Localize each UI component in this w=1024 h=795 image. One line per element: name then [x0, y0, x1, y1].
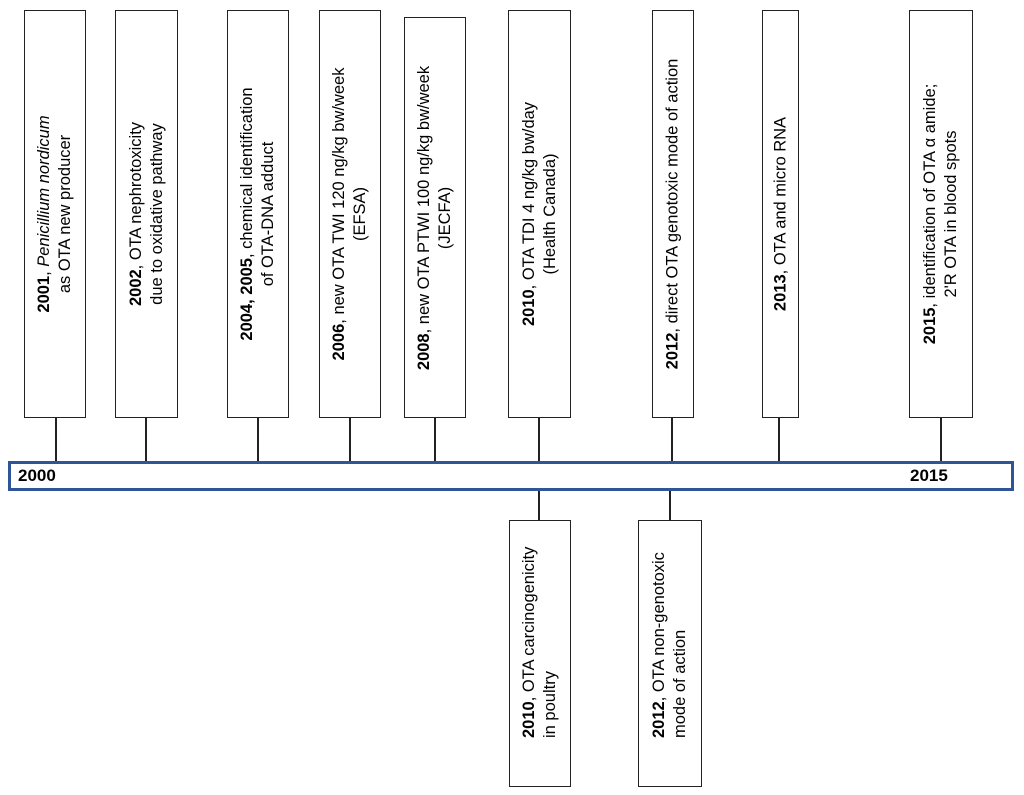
event-line: 2004, 2005, chemical identification	[237, 87, 258, 340]
event-line: 2013, OTA and micro RNA	[770, 117, 791, 311]
event-line: (Health Canada)	[540, 102, 561, 326]
event-text: 2012, direct OTA genotoxic mode of actio…	[663, 59, 684, 370]
event-line: 2012, OTA non-genotoxic	[649, 552, 670, 738]
event-line: 2012, direct OTA genotoxic mode of actio…	[663, 59, 684, 370]
axis-end-label: 2015	[910, 466, 948, 485]
event-box-2010: 2010, OTA TDI 4 ng/kg bw/day(Health Cana…	[508, 10, 571, 418]
event-box-2015: 2015, identification of OTA α amide;2'R …	[909, 10, 973, 418]
event-year: 2012	[650, 701, 668, 738]
event-line: 2'R OTA in blood spots	[941, 84, 962, 345]
event-line: 2015, identification of OTA α amide;	[920, 84, 941, 345]
event-line: 2001, Penicillium nordicum	[34, 115, 55, 312]
event-description: mode of action	[671, 629, 689, 738]
event-organism-name: Penicillium nordicum	[35, 115, 53, 267]
event-box-2006: 2006, new OTA TWI 120 ng/kg bw/week(EFSA…	[319, 10, 381, 418]
event-description: , OTA TDI 4 ng/kg bw/day	[519, 101, 538, 290]
event-line: due to oxidative pathway	[147, 122, 168, 306]
timeline-axis	[8, 461, 1014, 491]
connector-line	[434, 418, 436, 461]
connector-line	[257, 418, 259, 461]
event-description: , OTA and micro RNA	[771, 116, 789, 275]
event-description: as OTA new producer	[56, 134, 74, 294]
event-description: , direct OTA genotoxic mode of action	[663, 58, 682, 333]
connector-line	[940, 418, 942, 461]
event-description: , new OTA TWI 120 ng/kg bw/week	[330, 67, 348, 324]
event-description: , identification of OTA α amide;	[921, 83, 939, 308]
event-line: (EFSA)	[350, 68, 371, 361]
event-year: 2010	[520, 701, 538, 738]
event-year: 2013	[771, 274, 789, 312]
event-line: 2010, OTA TDI 4 ng/kg bw/day	[519, 102, 540, 326]
event-description: due to oxidative pathway	[147, 123, 166, 305]
event-description: 2'R OTA in blood spots	[942, 130, 960, 298]
event-text: 2008, new OTA PTWI 100 ng/kg bw/week(JEC…	[414, 65, 456, 369]
event-year: 2012	[663, 332, 682, 370]
event-text: 2013, OTA and micro RNA	[770, 117, 791, 311]
event-box-2013: 2013, OTA and micro RNA	[762, 10, 799, 418]
event-year: 2008	[415, 332, 433, 370]
event-line: 2002, OTA nephrotoxicity	[126, 122, 147, 306]
event-description: , OTA nephrotoxicity	[126, 121, 145, 270]
connector-line	[538, 418, 540, 461]
event-year: 2001	[35, 275, 53, 313]
event-line: in poultry	[540, 547, 561, 738]
event-description: , new OTA PTWI 100 ng/kg bw/week	[415, 65, 433, 333]
event-line: of OTA-DNA adduct	[258, 87, 279, 340]
event-year: 2004, 2005	[238, 258, 256, 341]
connector-line	[671, 418, 673, 461]
event-line: 2010, OTA carcinogenicity	[519, 547, 540, 738]
event-box-2008: 2008, new OTA PTWI 100 ng/kg bw/week(JEC…	[404, 17, 466, 418]
connector-line	[669, 491, 671, 520]
event-year: 2002	[126, 269, 145, 307]
connector-line	[349, 418, 351, 461]
event-description: , OTA non-genotoxic	[650, 552, 668, 702]
event-text: 2015, identification of OTA α amide;2'R …	[920, 84, 962, 345]
event-description: (Health Canada)	[540, 153, 559, 275]
event-year: 2015	[921, 307, 939, 345]
event-line: mode of action	[670, 552, 691, 738]
event-box-2012: 2012, direct OTA genotoxic mode of actio…	[652, 10, 694, 418]
event-description: (JECFA)	[436, 186, 454, 249]
event-year: 2010	[519, 289, 538, 327]
connector-line	[55, 418, 57, 461]
event-description: (EFSA)	[351, 186, 369, 242]
event-line: as OTA new producer	[55, 115, 76, 312]
event-description: of OTA-DNA adduct	[259, 141, 277, 287]
event-text: 2010, OTA TDI 4 ng/kg bw/day(Health Cana…	[519, 102, 561, 326]
event-description: , chemical identification	[238, 87, 256, 258]
event-description: in poultry	[541, 671, 559, 738]
event-description: ,	[35, 266, 53, 276]
event-line: 2008, new OTA PTWI 100 ng/kg bw/week	[414, 65, 435, 369]
axis-start-label: 2000	[18, 466, 56, 485]
connector-line	[538, 491, 540, 520]
event-line: (JECFA)	[435, 65, 456, 369]
connector-line	[145, 418, 147, 461]
event-description: , OTA carcinogenicity	[520, 546, 538, 702]
connector-line	[778, 418, 780, 461]
event-text: 2006, new OTA TWI 120 ng/kg bw/week(EFSA…	[329, 68, 371, 361]
event-line: 2006, new OTA TWI 120 ng/kg bw/week	[329, 68, 350, 361]
event-year: 2006	[330, 323, 348, 361]
